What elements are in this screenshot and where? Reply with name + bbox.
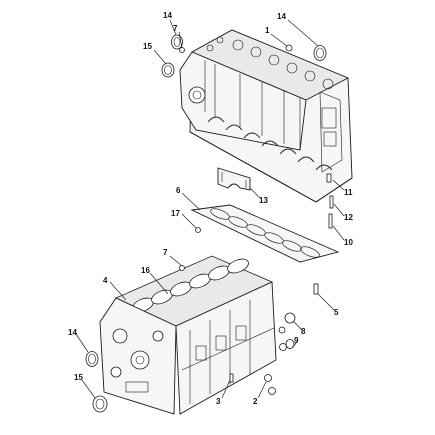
plug-part xyxy=(264,374,272,382)
callout-12: 12 xyxy=(344,213,353,222)
plug-part xyxy=(195,227,201,233)
dowel-part xyxy=(313,283,319,295)
pin-part xyxy=(328,213,333,229)
callout-3: 3 xyxy=(216,397,221,406)
stud-part xyxy=(329,195,334,209)
cup-plug-part xyxy=(161,62,175,78)
callout-6: 6 xyxy=(176,186,181,195)
callout-9: 9 xyxy=(294,336,299,345)
callout-2: 2 xyxy=(253,397,258,406)
seal-part xyxy=(284,312,296,324)
callout-17: 17 xyxy=(171,209,180,218)
head-gasket xyxy=(190,204,340,263)
callout-4: 4 xyxy=(103,276,108,285)
callout-16: 16 xyxy=(141,266,150,275)
callout-7: 7 xyxy=(163,248,168,257)
callout-labels: 14 7 15 1 14 6 17 13 11 12 10 7 16 4 5 8… xyxy=(68,11,353,406)
callout-15: 15 xyxy=(143,42,152,51)
callout-10: 10 xyxy=(344,238,353,247)
callout-15: 15 xyxy=(74,373,83,382)
plug-part xyxy=(179,265,185,271)
cup-plug-part xyxy=(92,395,108,413)
callout-1: 1 xyxy=(265,26,270,35)
o-ring-part xyxy=(313,45,327,61)
lower-engine-block xyxy=(99,255,287,415)
callout-7: 7 xyxy=(173,24,178,33)
callout-11: 11 xyxy=(344,188,353,197)
pin-part xyxy=(229,373,234,383)
o-ring-part xyxy=(85,351,99,367)
dowel-part xyxy=(326,173,332,183)
small-parts xyxy=(85,34,334,413)
plug-part xyxy=(179,47,185,53)
plug-part xyxy=(285,44,293,52)
callout-14: 14 xyxy=(68,328,77,337)
upper-engine-block xyxy=(179,29,353,203)
plug-part xyxy=(268,387,276,395)
o-ring-part xyxy=(171,34,183,50)
leader-lines xyxy=(75,19,345,399)
washer-part xyxy=(285,339,295,349)
callout-14: 14 xyxy=(163,11,172,20)
callout-13: 13 xyxy=(259,196,268,205)
main-bearing-cap xyxy=(217,167,251,191)
callout-14: 14 xyxy=(277,12,286,21)
callout-5: 5 xyxy=(334,308,339,317)
main-bearing-saddles xyxy=(207,116,333,171)
callout-8: 8 xyxy=(301,327,306,336)
